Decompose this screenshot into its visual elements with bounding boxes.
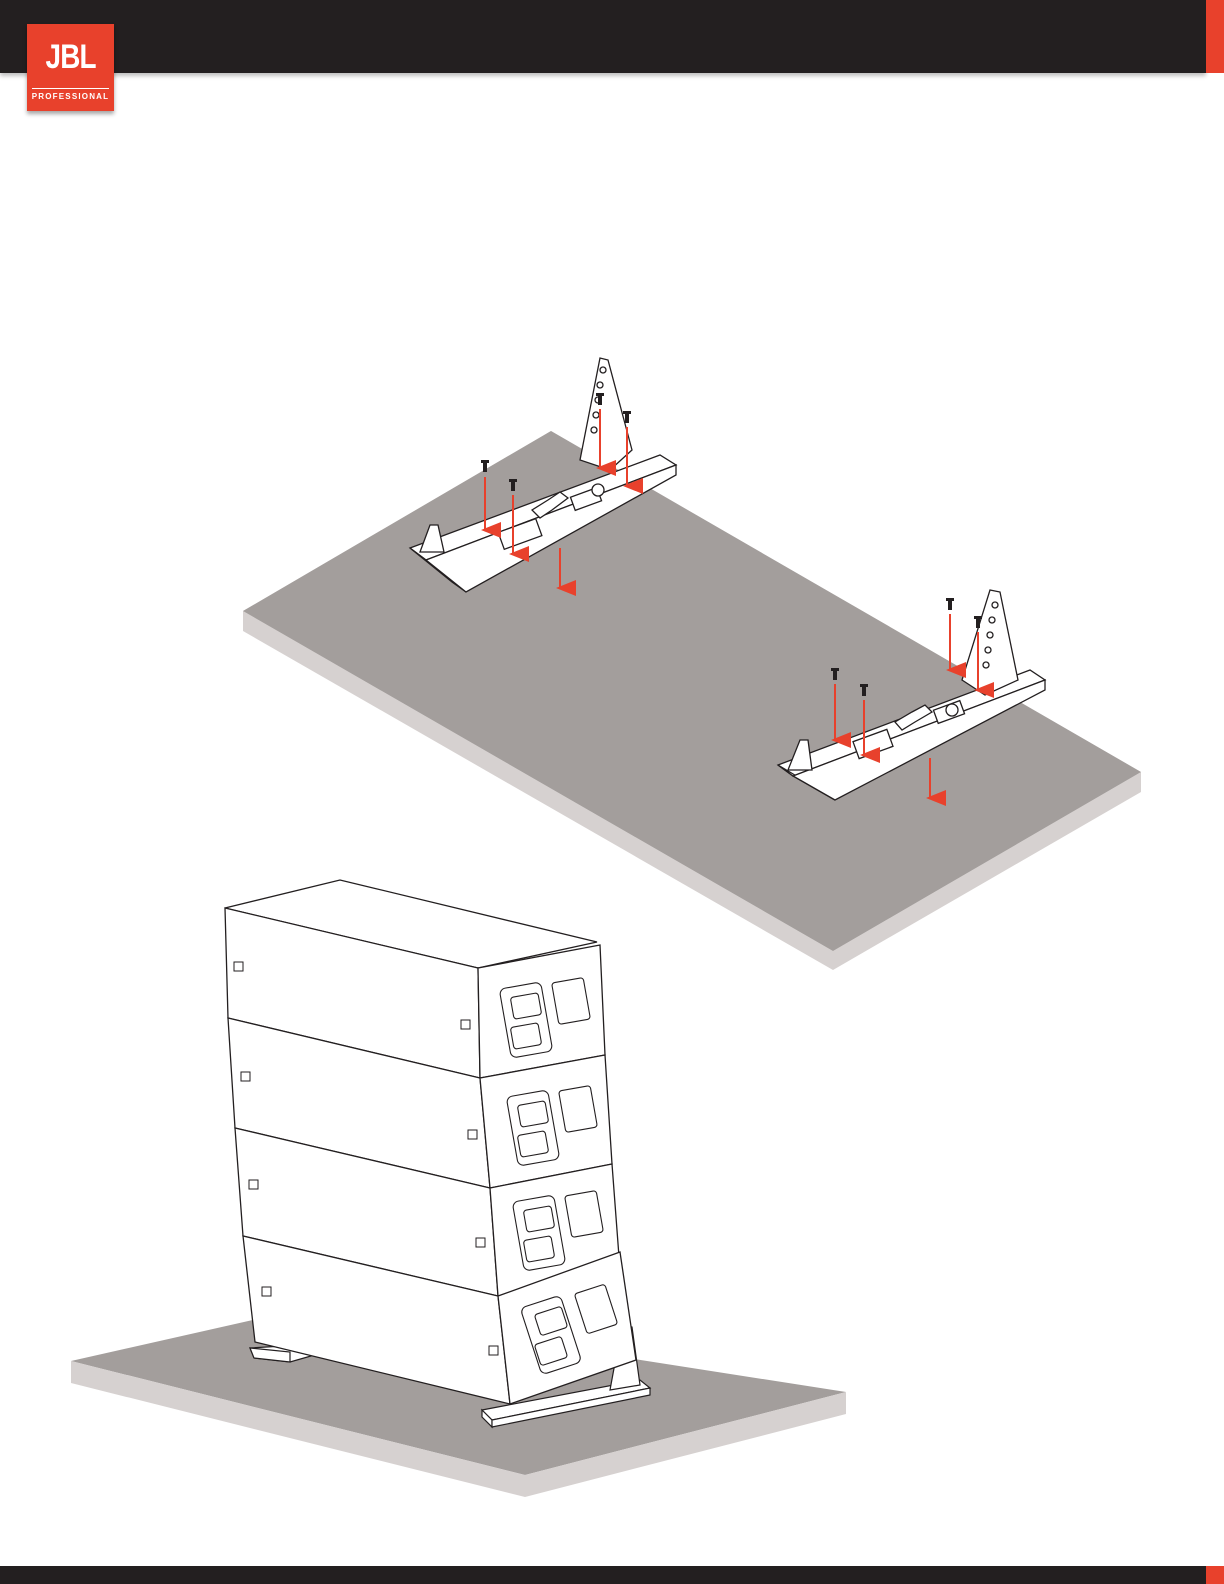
speaker-cabinets — [225, 880, 636, 1404]
footer-accent — [1206, 1566, 1224, 1584]
footer-bar — [0, 1566, 1206, 1584]
